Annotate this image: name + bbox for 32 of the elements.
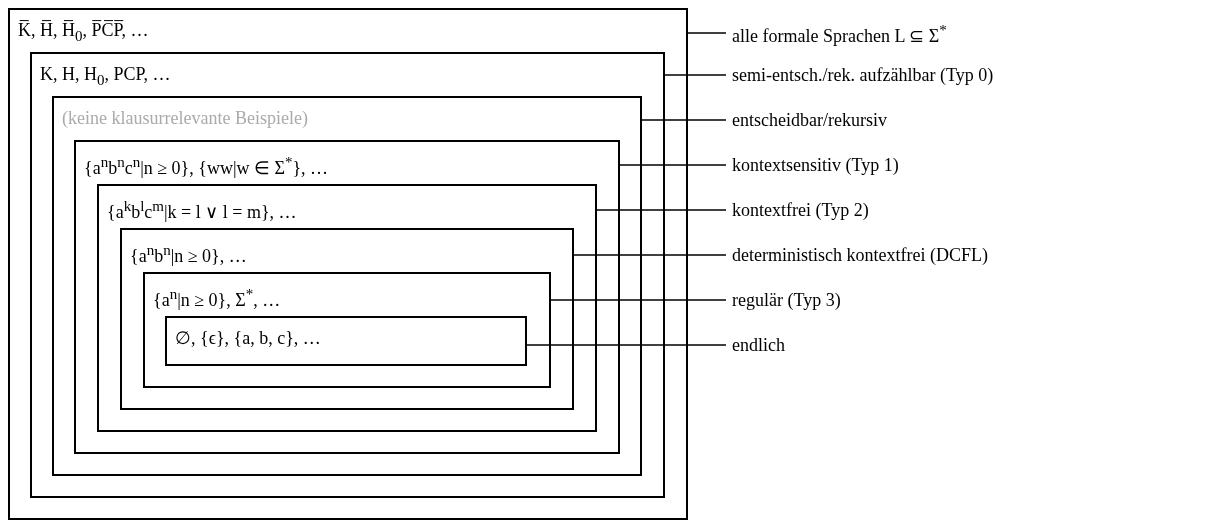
set-box bbox=[74, 140, 620, 454]
class-label: kontextsensitiv (Typ 1) bbox=[732, 153, 899, 177]
example-text: K, H, H$_{0}$, PCP, … bbox=[40, 63, 171, 90]
set-box bbox=[30, 52, 665, 498]
leader-line bbox=[595, 209, 727, 211]
class-label: semi-entsch./rek. aufzählbar (Typ 0) bbox=[732, 63, 994, 87]
set-box bbox=[165, 316, 527, 366]
set-box bbox=[143, 272, 551, 388]
set-box bbox=[120, 228, 574, 410]
class-label: deterministisch kontextfrei (DCFL) bbox=[732, 243, 988, 267]
example-text: K̅, H̅, H̅$_{0}$, P̅C̅P̅, … bbox=[18, 19, 149, 46]
leader-line bbox=[640, 119, 727, 121]
leader-line bbox=[572, 254, 727, 256]
set-box bbox=[52, 96, 642, 476]
leader-line bbox=[686, 32, 727, 34]
class-label: entscheidbar/rekursiv bbox=[732, 108, 887, 132]
class-label: kontextfrei (Typ 2) bbox=[732, 198, 869, 222]
class-label: endlich bbox=[732, 333, 785, 357]
leader-line bbox=[618, 164, 727, 166]
class-label: alle formale Sprachen L ⊆ Σ$^{*}$ bbox=[732, 18, 947, 48]
example-text: {a$^{n}$b$^{n}$c$^{n}$|n ≥ 0}, {ww|w ∈ Σ$^{*}$}, … bbox=[84, 153, 329, 180]
example-text: (keine klausurrelevante Beispiele) bbox=[62, 107, 308, 130]
leader-line bbox=[663, 74, 727, 76]
example-text: {a$^{n}$|n ≥ 0}, Σ$^{*}$, … bbox=[153, 285, 281, 312]
class-label: regulär (Typ 3) bbox=[732, 288, 841, 312]
leader-line bbox=[525, 344, 727, 346]
set-box bbox=[97, 184, 597, 432]
example-text: ∅, {ϵ}, {a, b, c}, … bbox=[175, 327, 321, 350]
set-box bbox=[8, 8, 688, 520]
leader-line bbox=[549, 299, 727, 301]
example-text: {a$^{k}$b$^{l}$c$^{m}$|k = l ∨ l = m}, … bbox=[107, 197, 297, 224]
example-text: {a$^{n}$b$^{n}$|n ≥ 0}, … bbox=[130, 241, 247, 268]
